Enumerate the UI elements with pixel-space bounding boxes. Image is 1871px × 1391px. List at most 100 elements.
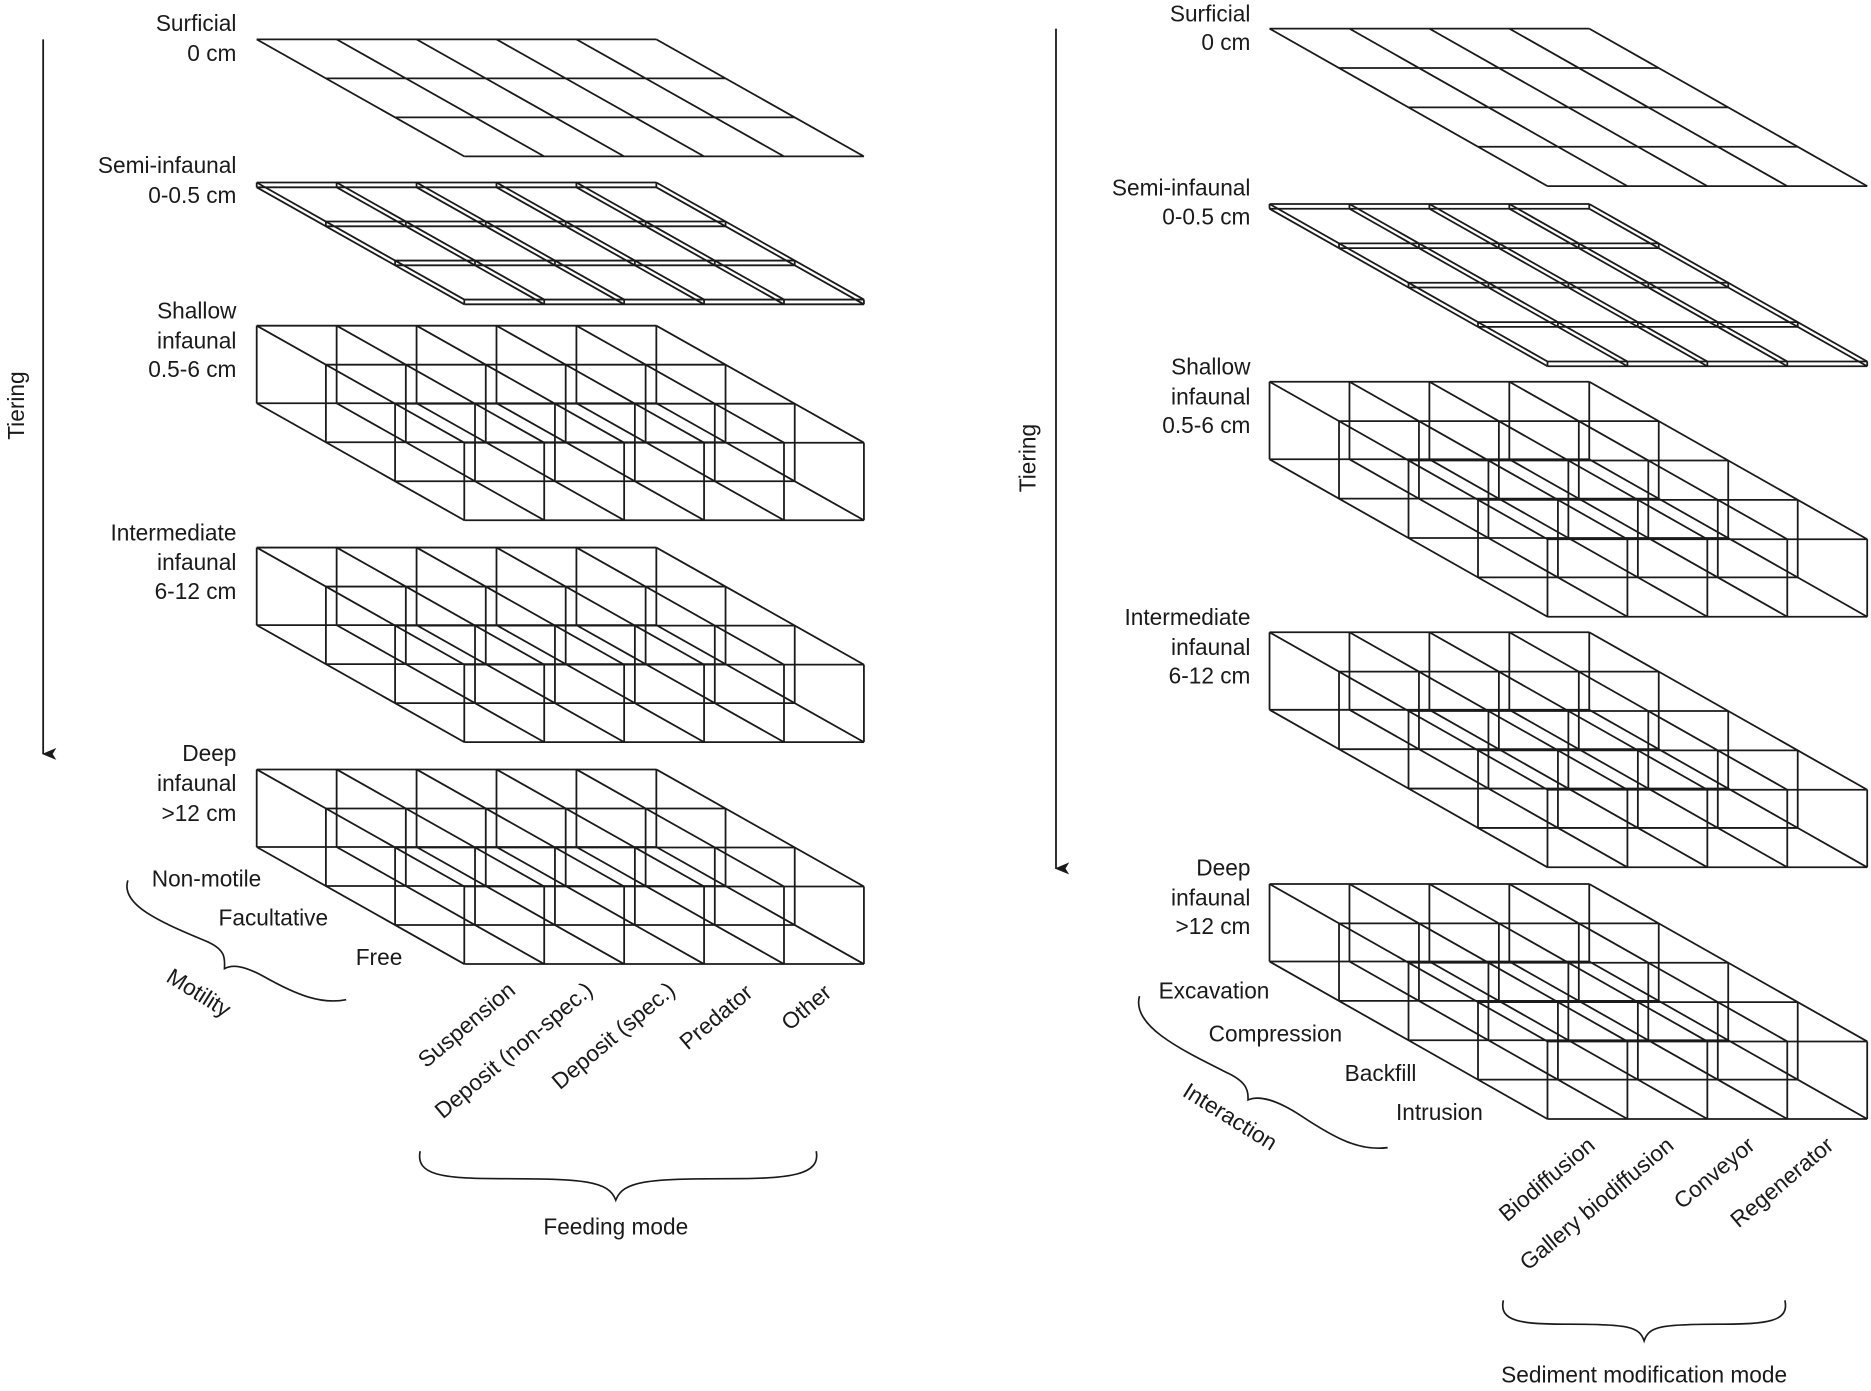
tier-name: Intermediate <box>110 519 236 545</box>
tier-label-shallow: Shallow infaunal 0.5-6 cm <box>1162 354 1251 438</box>
grid-edge <box>256 846 465 965</box>
grid-edge <box>336 38 545 158</box>
grid-edge <box>1588 458 1868 618</box>
tier-name: Semi-infaunal <box>98 152 237 178</box>
intermediate-infaunal-layer <box>255 546 865 744</box>
tiering-label: Tiering <box>3 371 29 439</box>
grid-edge <box>1588 207 1868 368</box>
grid-edge <box>1428 458 1708 618</box>
grid-edge <box>336 402 545 522</box>
grid-edge <box>575 324 785 444</box>
grid-edge <box>575 624 785 743</box>
motility-brace <box>126 880 347 1002</box>
tier-name: Deep <box>182 740 236 766</box>
grid-edge <box>256 324 465 444</box>
grid-edge <box>256 768 465 888</box>
grid-edge <box>336 624 545 743</box>
grid-edge <box>496 402 705 522</box>
grid-edge <box>1349 27 1628 187</box>
grid-edge <box>1269 207 1548 368</box>
grid-edge <box>496 181 705 301</box>
interaction-label: Intrusion <box>1396 1099 1483 1125</box>
grid-edge <box>416 846 625 965</box>
tier-depth: >12 cm <box>1176 913 1251 939</box>
grid-edge <box>416 181 625 301</box>
grid-edge <box>336 546 545 666</box>
grid-edge <box>416 768 625 888</box>
tier-label-intermediate: Intermediate infaunal 6-12 cm <box>1125 604 1251 688</box>
grid-edge <box>256 402 465 522</box>
grid-edge <box>496 846 705 965</box>
feeding-title: Feeding mode <box>543 1214 688 1240</box>
grid-edge <box>575 546 785 666</box>
grid-edge <box>655 402 865 522</box>
modification-title: Sediment modification mode <box>1501 1362 1787 1388</box>
grid-layers <box>255 27 1869 1120</box>
tier-label-deep: Deep infaunal >12 cm <box>157 740 236 826</box>
surficial-layer <box>1269 27 1868 187</box>
grid-edge <box>655 186 865 306</box>
grid-edge <box>336 324 545 444</box>
surficial-layer <box>256 38 865 158</box>
semi-infaunal-layer <box>1268 203 1869 368</box>
interaction-title: Interaction <box>1179 1077 1282 1155</box>
grid-edge <box>416 324 625 444</box>
tier-name: infaunal <box>157 770 236 796</box>
grid-edge <box>496 768 705 888</box>
deep-infaunal-layer <box>255 768 865 965</box>
grid-edge <box>1508 27 1788 187</box>
grid-edge <box>416 402 625 522</box>
tier-depth: 6-12 cm <box>155 578 237 604</box>
tier-label-surficial: Surficial 0 cm <box>1170 0 1251 55</box>
grid-edge <box>1428 27 1708 187</box>
motility-title: Motility <box>162 963 236 1023</box>
tier-depth: 0-0.5 cm <box>148 182 236 208</box>
grid-edge <box>655 181 865 301</box>
intermediate-infaunal-layer <box>1268 631 1869 869</box>
shallow-infaunal-layer <box>1268 380 1869 618</box>
interaction-brace <box>1137 995 1388 1150</box>
grid-edge <box>256 38 465 158</box>
tier-name: Semi-infaunal <box>1112 175 1251 201</box>
tier-name: Deep <box>1196 855 1250 881</box>
tier-name: infaunal <box>1171 884 1250 910</box>
grid-edge <box>1349 207 1628 368</box>
semi-infaunal-layer <box>255 181 865 306</box>
grid-edge <box>1269 458 1548 618</box>
grid-edge <box>496 38 705 158</box>
tier-label-surficial: Surficial 0 cm <box>156 10 237 66</box>
grid-edge <box>1588 27 1868 187</box>
grid-edge <box>575 38 785 158</box>
tier-name: infaunal <box>1171 634 1250 660</box>
left-panel: Tiering Surficial 0 cm Semi-infaunal 0-0… <box>3 10 836 1240</box>
grid-edge <box>655 546 865 666</box>
grid-edge <box>256 181 465 301</box>
shallow-infaunal-layer <box>255 324 865 522</box>
grid-edge <box>256 546 465 666</box>
grid-edge <box>575 846 785 965</box>
grid-edge <box>416 38 625 158</box>
tier-label-semi-infaunal: Semi-infaunal 0-0.5 cm <box>1112 175 1251 230</box>
feeding-brace <box>418 1151 818 1203</box>
tier-label-shallow: Shallow infaunal 0.5-6 cm <box>148 298 237 382</box>
grid-edge <box>416 186 625 306</box>
interaction-label: Backfill <box>1345 1060 1417 1086</box>
tier-depth: 6-12 cm <box>1169 663 1251 689</box>
tier-depth: 0.5-6 cm <box>148 356 236 382</box>
grid-edge <box>336 768 545 888</box>
interaction-label: Excavation <box>1159 978 1270 1004</box>
motility-label: Non-motile <box>152 865 262 891</box>
tier-depth: 0 cm <box>187 40 236 66</box>
grid-edge <box>1349 458 1628 618</box>
tier-depth: 0.5-6 cm <box>1162 412 1250 438</box>
tier-name: infaunal <box>1171 383 1250 409</box>
modification-brace <box>1501 1300 1787 1344</box>
tier-name: infaunal <box>157 549 236 575</box>
tier-depth: >12 cm <box>161 800 236 826</box>
grid-edge <box>1508 207 1788 368</box>
grid-edge <box>575 402 785 522</box>
tier-name: Intermediate <box>1125 604 1251 630</box>
feeding-label: Other <box>776 979 836 1036</box>
grid-edge <box>1508 458 1788 618</box>
